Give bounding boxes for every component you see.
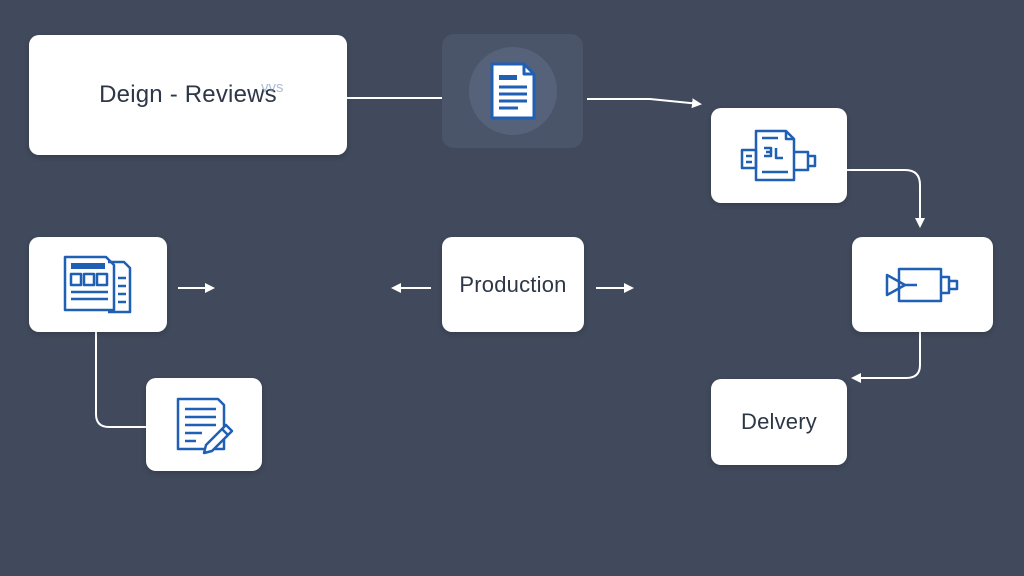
form-document-icon bbox=[62, 254, 134, 316]
node-design-reviews-label: Deign - Reviews bbox=[99, 81, 277, 108]
node-player[interactable] bbox=[852, 237, 993, 332]
edit-document-icon bbox=[172, 395, 236, 455]
edge-form-to-edit bbox=[95, 332, 146, 428]
document-icon bbox=[488, 61, 538, 121]
edge-machine-to-player bbox=[847, 169, 925, 228]
node-production[interactable]: Production bbox=[442, 237, 584, 332]
node-edit-document[interactable] bbox=[146, 378, 262, 471]
edge-player-to-delivery bbox=[851, 332, 921, 383]
node-design-reviews[interactable]: Deign - Reviews vvs bbox=[29, 35, 347, 155]
document-machine-icon bbox=[738, 128, 820, 184]
node-document-machine[interactable] bbox=[711, 108, 847, 203]
edge-document-to-machine bbox=[587, 98, 702, 109]
node-delivery-label: Delvery bbox=[741, 409, 817, 434]
play-forward-icon bbox=[883, 263, 963, 307]
node-document-top-circle bbox=[468, 47, 557, 135]
node-form[interactable] bbox=[29, 237, 167, 332]
node-production-label: Production bbox=[459, 271, 567, 297]
node-delivery[interactable]: Delvery bbox=[711, 379, 847, 465]
node-design-reviews-overlay: vvs bbox=[261, 79, 284, 96]
node-document-top[interactable] bbox=[442, 34, 583, 148]
